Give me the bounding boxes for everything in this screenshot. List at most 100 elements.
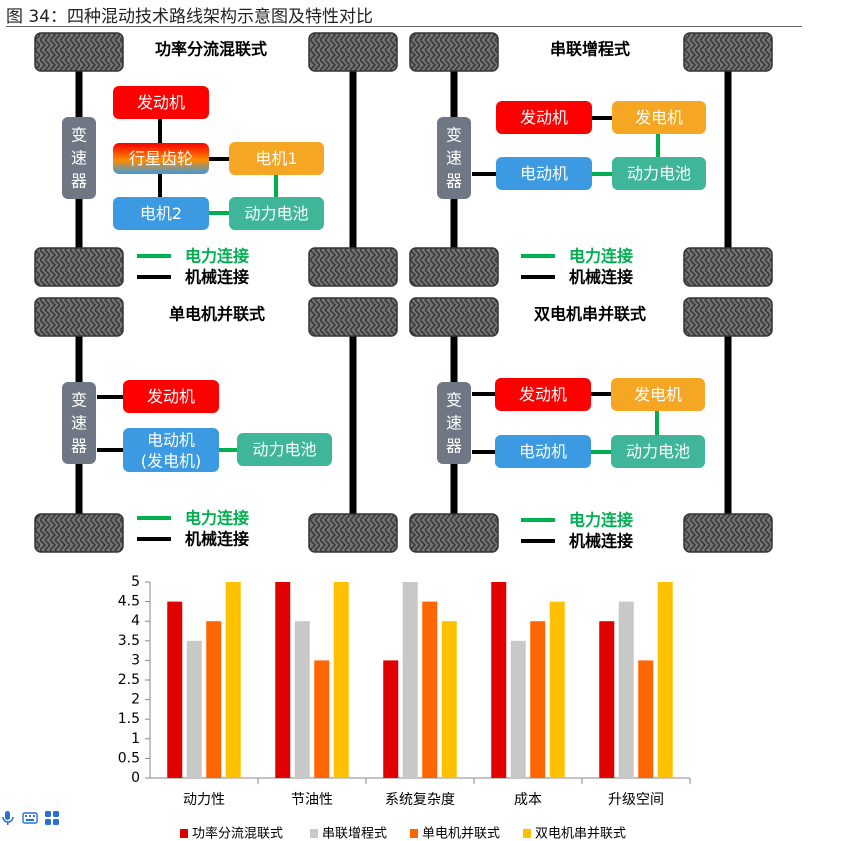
tire — [308, 32, 398, 72]
gearbox-char: 变 — [71, 391, 87, 410]
legend-swatch — [410, 829, 418, 838]
legend-electric-label: 电力连接 — [569, 247, 633, 266]
x-tick-label: 升级空间 — [608, 792, 664, 808]
y-tick-label: 3.5 — [118, 633, 140, 649]
bar-4-1 — [225, 582, 241, 778]
tire — [308, 513, 398, 553]
tire — [683, 247, 773, 287]
motor1-box-label: 电机1 — [255, 149, 297, 168]
generator-box-label: 发电机 — [634, 385, 682, 404]
gearbox-char: 速 — [71, 414, 87, 433]
gearbox-char: 速 — [446, 149, 462, 168]
bar-4-4 — [549, 601, 565, 778]
bar-2-3 — [402, 582, 418, 778]
motor-box — [495, 435, 591, 468]
title-divider — [6, 26, 802, 27]
legend-swatch — [180, 829, 188, 838]
tire — [683, 513, 773, 553]
tire — [34, 297, 124, 337]
tire — [683, 32, 773, 72]
gearbox-char: 速 — [446, 414, 462, 433]
bar-3-2 — [314, 660, 330, 778]
bar-2-4 — [510, 640, 526, 778]
legend-mechanical-label: 机械连接 — [569, 532, 633, 551]
tire — [409, 513, 499, 553]
y-tick-label: 3 — [131, 652, 140, 668]
tire — [409, 32, 499, 72]
x-tick-label: 系统复杂度 — [385, 791, 455, 808]
gearbox-char: 变 — [446, 391, 462, 410]
legend-label: 单电机并联式 — [422, 827, 500, 841]
motor-box — [496, 157, 592, 190]
gearbox-char: 变 — [446, 126, 462, 145]
y-tick-label: 1.5 — [118, 711, 140, 727]
gearbox-char: 器 — [71, 437, 87, 456]
battery-box — [237, 433, 332, 466]
gearbox-char: 器 — [446, 172, 462, 191]
engine-box-label: 发动机 — [520, 108, 568, 127]
motor2-box — [113, 197, 209, 230]
bar-1-1 — [167, 601, 183, 778]
comparison-bar-chart: 00.511.522.533.544.55动力性节油性系统复杂度成本升级空间功率… — [118, 574, 691, 841]
legend-label: 功率分流混联式 — [192, 826, 283, 841]
legend-label: 串联增程式 — [322, 827, 387, 841]
gearbox-char: 器 — [71, 172, 87, 191]
legend-label: 双电机串并联式 — [535, 827, 626, 841]
bar-2-1 — [186, 640, 202, 778]
microphone-icon[interactable] — [0, 810, 16, 826]
motor2-box-label: 电机2 — [140, 204, 182, 223]
motor-box-label: 电动机 — [520, 164, 568, 183]
tire — [34, 513, 124, 553]
engine-box — [496, 101, 592, 134]
engine-box-label: 发动机 — [137, 93, 185, 112]
bar-4-2 — [333, 582, 349, 778]
gearbox-char: 变 — [71, 126, 87, 145]
legend-electric-label: 电力连接 — [569, 511, 633, 530]
panel-title: 功率分流混联式 — [155, 40, 267, 59]
gearbox — [437, 117, 471, 199]
legend-mechanical-label: 机械连接 — [569, 268, 633, 287]
y-tick-label: 5 — [131, 574, 140, 590]
panel-title: 单电机并联式 — [169, 305, 265, 324]
gearbox — [62, 117, 96, 199]
panel-title: 串联增程式 — [550, 40, 630, 59]
bar-3-5 — [638, 660, 654, 778]
bar-1-3 — [383, 660, 399, 778]
bar-2-2 — [294, 621, 310, 778]
y-tick-label: 4 — [131, 613, 140, 629]
figure-title: 图 34：四种混动技术路线架构示意图及特性对比 — [6, 7, 374, 27]
legend-electric-label: 电力连接 — [185, 247, 249, 266]
keyboard-icon[interactable] — [22, 810, 38, 826]
tire — [409, 247, 499, 287]
gearbox — [437, 382, 471, 464]
bar-1-4 — [491, 582, 507, 778]
battery-box — [611, 435, 705, 468]
grid-apps-icon[interactable] — [44, 810, 60, 826]
motor-box-label-2: (发电机) — [141, 452, 202, 471]
y-tick-label: 0 — [131, 770, 140, 786]
engine-box — [113, 86, 209, 119]
generator-box-label: 发电机 — [635, 108, 683, 127]
generator-box — [611, 378, 705, 411]
gearbox-char: 速 — [71, 149, 87, 168]
motor-box-label: 电动机 — [147, 431, 195, 450]
engine-box-label: 发动机 — [519, 385, 567, 404]
bar-3-4 — [530, 621, 546, 778]
panel-title: 双电机串并联式 — [534, 305, 646, 324]
bar-4-5 — [657, 582, 673, 778]
motor1-box — [229, 142, 324, 175]
y-tick-label: 1 — [131, 731, 140, 747]
battery-box-label: 动力电池 — [627, 164, 691, 183]
engine-box-label: 发动机 — [147, 387, 195, 406]
bar-2-5 — [618, 601, 634, 778]
bar-4-3 — [441, 621, 457, 778]
y-tick-label: 2 — [131, 692, 140, 708]
planetary-gear-box-label: 行星齿轮 — [129, 149, 193, 168]
battery-box — [612, 157, 706, 190]
tire — [308, 297, 398, 337]
